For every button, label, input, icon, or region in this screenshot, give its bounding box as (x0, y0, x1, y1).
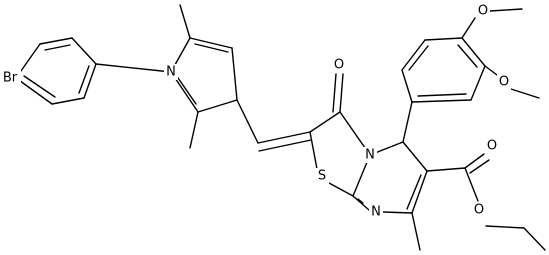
bond (257, 131, 311, 144)
atom-label-mask (497, 74, 511, 90)
atom-label-mask (476, 3, 490, 19)
bond (339, 73, 344, 113)
ketone-oxygen-atom-label: O (334, 58, 344, 73)
bond (328, 182, 354, 197)
bond (95, 63, 172, 73)
bond (78, 65, 90, 94)
bond (417, 93, 467, 97)
bond (332, 73, 337, 113)
bond (382, 211, 413, 214)
bond (401, 69, 413, 103)
bond (461, 37, 486, 67)
bond (470, 65, 486, 101)
ring-nitrogen-lower-atom-label: N (371, 205, 381, 220)
bond (523, 227, 546, 251)
bond (309, 111, 341, 133)
bond (83, 63, 97, 99)
bond (236, 99, 259, 144)
bond (424, 37, 463, 41)
atom-label-mask (369, 204, 383, 220)
bond (402, 141, 428, 172)
bond (197, 99, 238, 113)
bond (357, 198, 364, 204)
bond (402, 101, 413, 143)
bond (411, 212, 421, 251)
bond (71, 37, 97, 65)
bond (179, 4, 191, 39)
bond (457, 44, 478, 68)
bond (15, 77, 53, 105)
bond (426, 167, 466, 172)
atom-label-mask (472, 202, 486, 218)
bond (258, 139, 312, 152)
sulfur-atom-label: S (318, 169, 326, 184)
bond (39, 37, 73, 45)
methoxy-oxygen-2-atom-label: O (499, 75, 509, 90)
bond (51, 97, 85, 105)
bond (406, 174, 422, 210)
bond (189, 111, 199, 149)
ester-ether-oxygen-atom-label: O (474, 203, 484, 218)
bond (23, 75, 56, 98)
bond (489, 8, 523, 12)
bond (464, 153, 485, 169)
bond (411, 99, 472, 103)
bond (189, 37, 233, 49)
bond (194, 43, 229, 53)
atom-label-mask (315, 168, 329, 184)
bond (510, 88, 540, 99)
atom-label-mask (332, 57, 346, 73)
bond (485, 225, 525, 229)
bond (411, 170, 428, 214)
bond (461, 17, 476, 39)
atom-label-mask (0, 70, 21, 86)
atom-label-mask (363, 147, 377, 163)
bond (464, 167, 479, 202)
atom-label-mask (485, 138, 499, 154)
bond-lines (15, 4, 546, 251)
bond (309, 131, 318, 170)
bromine-atom-label: Br (3, 71, 18, 86)
bond (469, 159, 490, 174)
bond (401, 39, 426, 71)
bond (231, 47, 238, 101)
bond (408, 45, 429, 71)
atom-labels: Br N N N S O O O O O (0, 3, 511, 220)
bond (44, 44, 71, 51)
atom-label-mask (164, 64, 178, 80)
ring-nitrogen-upper-atom-label: N (365, 148, 375, 163)
bond (175, 74, 197, 105)
bond (352, 195, 370, 211)
ester-carbonyl-oxygen-atom-label: O (487, 139, 497, 154)
methoxy-oxygen-1-atom-label: O (478, 4, 488, 19)
pyrrole-nitrogen-atom-label: N (166, 65, 176, 80)
bond (484, 65, 498, 76)
